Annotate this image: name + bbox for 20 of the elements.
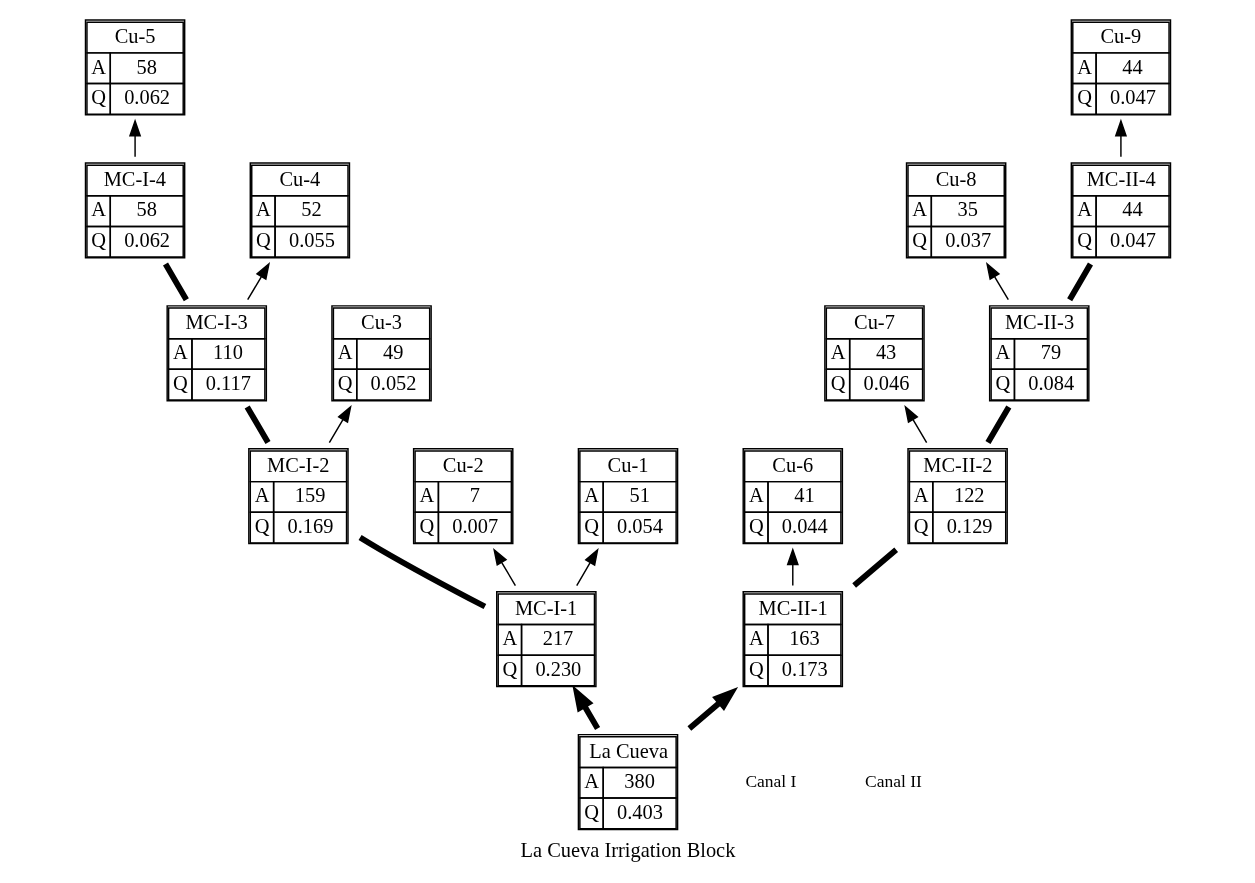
connector xyxy=(984,405,1011,445)
connector xyxy=(162,262,189,302)
arrow xyxy=(985,262,1009,301)
label: Canal I xyxy=(744,770,796,791)
arrow xyxy=(492,547,516,587)
connector xyxy=(851,547,898,588)
label: Canal II xyxy=(864,770,922,791)
connector xyxy=(1066,262,1093,302)
arrow xyxy=(246,262,270,301)
arrow xyxy=(575,547,599,587)
connector xyxy=(358,534,486,610)
arrow xyxy=(1114,118,1127,158)
arrow xyxy=(128,118,141,158)
connector xyxy=(244,405,271,445)
arrow xyxy=(786,547,799,587)
diagram-title: La Cueva Irrigation Block xyxy=(520,839,735,862)
arrow xyxy=(571,685,600,730)
arrow xyxy=(903,405,927,444)
arrow xyxy=(686,687,738,731)
arrow xyxy=(328,405,352,444)
